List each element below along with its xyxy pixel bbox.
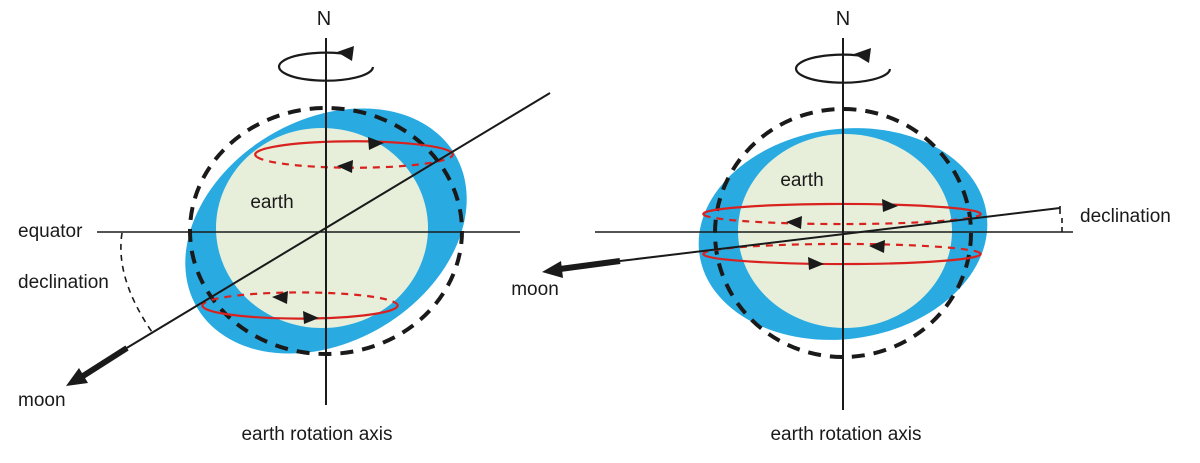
moon-direction-line-bold [81,345,129,379]
left-panel [66,38,551,405]
equator-label: equator [18,221,83,242]
north-pole-label: N [316,8,332,30]
rotation-axis-label: earth rotation axis [241,424,393,445]
moon-arrowhead-icon [542,261,563,278]
north-pole-label: N [835,8,851,30]
earth-label: earth [250,192,294,213]
moon-label: moon [18,390,66,411]
rotation-arrow-icon [303,311,319,324]
declination-label: declination [1080,206,1171,227]
rotation-arrow-icon [337,160,353,173]
spin-arrowhead-icon [854,48,871,63]
undisturbed-ocean-dashed-circle [713,107,973,359]
rotation-arrow-icon [808,257,824,270]
moon-direction-line [124,92,551,350]
moon-arrowhead-icon [66,368,88,386]
spin-direction-ellipse [794,53,892,84]
rotation-arrow-icon [786,216,802,229]
latitude-circle-south-front [703,252,982,266]
latitude-circle-north-front [702,202,981,216]
right-panel [542,38,1073,410]
spin-arrowhead-icon [337,46,354,61]
rotation-arrow-icon [272,291,288,304]
latitude-circle-south-back [201,291,398,308]
earth-circle [216,128,428,328]
rotation-arrow-icon [368,137,384,150]
moon-direction-line [619,207,1061,262]
rotation-arrow-icon [882,199,898,212]
declination-label: declination [18,272,109,293]
declination-angle-arc [120,232,153,333]
rotation-arrow-icon [869,240,885,253]
moon-label: moon [511,279,559,300]
moon-direction-line-bold [559,258,621,272]
rotation-axis-label: earth rotation axis [770,424,922,445]
earth-circle [738,134,952,328]
earth-label: earth [780,170,824,191]
latitude-circle-north-front [254,140,452,158]
spin-direction-ellipse [277,51,375,82]
